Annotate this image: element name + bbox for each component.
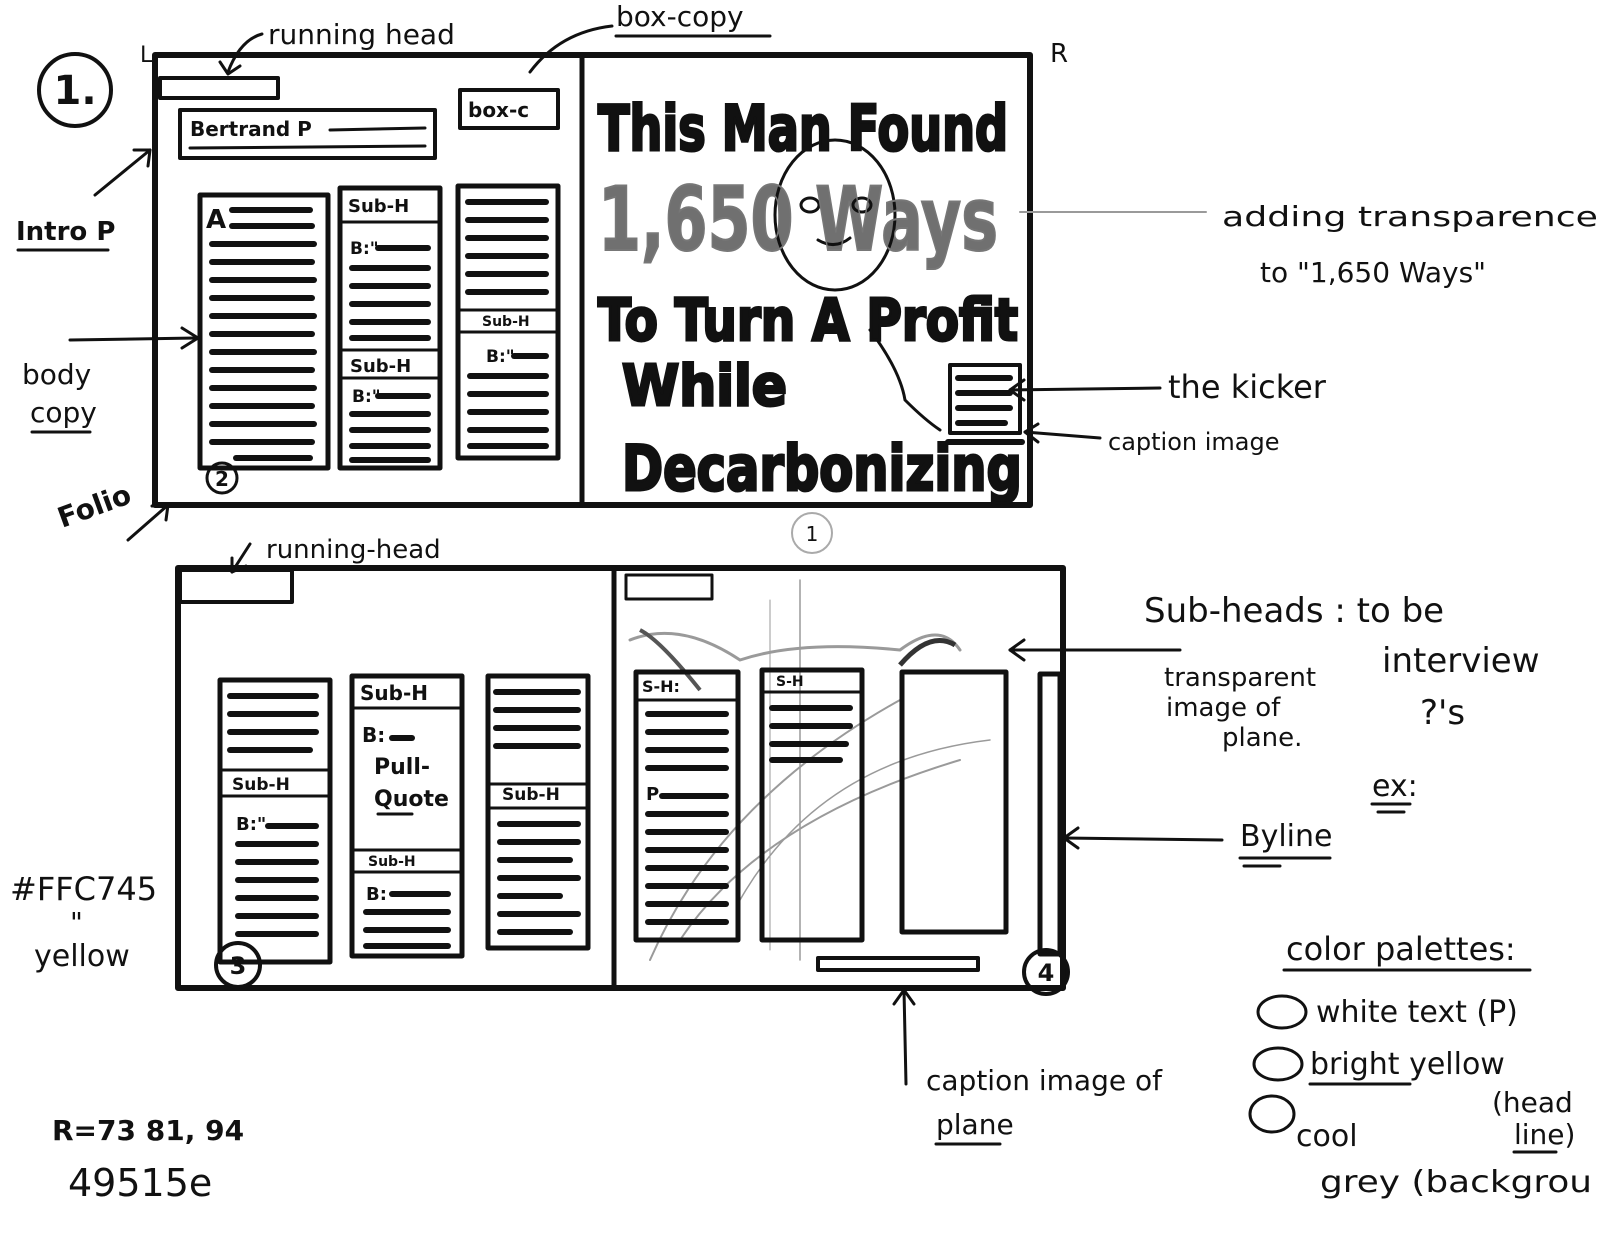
col2-body-label-2: B:" [352,387,381,407]
label-caption-image: caption image [1108,428,1280,456]
running-head-box-3 [624,573,714,601]
running-head-box [158,76,280,100]
label-yellow-quote: " [70,906,83,939]
label-plane-1: transparent [1164,663,1316,693]
label-body-copy-2: copy [30,396,97,429]
label-caption-plane-2: plane [936,1108,1014,1141]
portrait-sketch [773,138,942,432]
pull-quote-1: Pull- [374,755,430,780]
spread2-right-col1-body: P [646,784,659,805]
column-3 [455,183,561,461]
label-rgb: R=73 81, 94 [52,1114,244,1147]
label-headline-2: line) [1514,1118,1575,1151]
spread2-colA-body: B:" [236,814,266,835]
label-byline: Byline [1240,819,1332,854]
label-intro-p: Intro P [16,217,115,247]
label-subheads-3: ?'s [1420,693,1465,733]
label-caption-plane-1: caption image of [926,1064,1163,1097]
label-subheads-1: Sub-heads : to be [1144,591,1444,631]
palette-item-2: bright yellow [1310,1047,1505,1082]
box-c [458,88,560,130]
col3-subhead: Sub-H [482,314,530,330]
byline-box-text: Bertrand P [190,117,312,141]
page-number-badge: 1. [37,52,113,128]
byline-box [178,108,437,160]
spread2-colB-subhead: Sub-H [360,681,428,705]
swatch-white [1256,994,1308,1030]
palette-item-3: cool [1296,1119,1358,1154]
col2-subhead-2: Sub-H [350,356,411,377]
palette-item-1: white text (P) [1316,995,1518,1030]
col2-subhead: Sub-H [348,196,409,217]
spread-1: Bertrand P box-c A 2 S [152,52,1033,554]
label-transparency-1: adding transparence [1222,200,1598,233]
col3-body-label: B:" [486,347,515,367]
spread2-column-b [349,673,465,959]
column-1-body-lines [209,207,317,461]
headline-line-2: 1,650 Ways [598,168,998,271]
label-folio: Folio [53,478,135,535]
headline-line-3: To Turn A Profit [598,286,1018,354]
headline-line-4: While [622,354,787,419]
label-subheads-2: interview [1382,641,1540,681]
col2-body-label: B:" [350,239,379,259]
label-color-palettes: color palettes: [1286,930,1516,968]
spread2-right-col1-subhead: S-H: [642,677,680,696]
plane-caption-bar [816,956,980,972]
spread2-colB-subhead-2: Sub-H [368,854,416,870]
box-c-text: box-c [468,98,529,122]
spread2-column-c [485,673,591,951]
column-1 [197,192,331,471]
label-yellow-hex: #FFC745 [10,870,157,908]
label-yellow-word: yellow [34,939,130,974]
spread2-colC-subhead: Sub-H [502,785,560,805]
spread2-right-column-3 [899,669,1009,935]
running-head-box-2 [178,568,294,604]
byline-bar [1037,671,1063,957]
column-2 [337,185,443,471]
pull-quote-2: Quote [374,787,449,812]
label-plane-2: image of [1166,693,1281,723]
page-number: 1. [53,68,96,114]
label-grey-background: grey (backgrou [1320,1165,1592,1200]
corner-mark-left: L [140,43,153,68]
folio-4: 4 [1038,959,1055,987]
label-transparency-2: to "1,650 Ways" [1260,256,1486,289]
dropcap: A [206,205,226,235]
label-box-copy: box-copy [616,0,744,33]
corner-mark-right: R [1050,39,1068,69]
label-running-head-2: running-head [266,535,441,565]
label-ex: ex: [1372,769,1418,804]
swatch-yellow [1252,1046,1304,1082]
spread-2: Sub-H B:" 3 Sub-H B: Pull- Quote Sub-H B… [175,565,1070,996]
folio-1: 1 [806,522,819,546]
plane-sketch [628,579,991,961]
headline-line-1: This Man Found [598,92,1008,165]
spread2-colB-body: B: [362,723,385,747]
folio-2: 2 [215,467,229,491]
swatch-grey [1248,1094,1296,1134]
spread2-right-col2-subhead: S-H [776,674,804,690]
spread2-column-a [217,677,333,965]
label-running-head: running head [268,18,455,51]
label-hex-grey: 49515e [68,1161,212,1205]
spread2-right-column-1 [633,669,741,943]
spread2-colA-subhead: Sub-H [232,775,290,795]
label-headline-1: (head [1492,1086,1573,1119]
spread2-colB-body-2: B: [366,884,387,905]
spread2-right-column-2 [759,667,865,943]
label-body-copy-1: body [22,358,91,391]
folio-3: 3 [230,952,247,980]
kicker-box [948,363,1022,435]
label-plane-3: plane. [1222,723,1302,753]
color-palettes: color palettes: white text (P) bright ye… [1248,930,1592,1200]
label-kicker: the kicker [1168,368,1327,406]
